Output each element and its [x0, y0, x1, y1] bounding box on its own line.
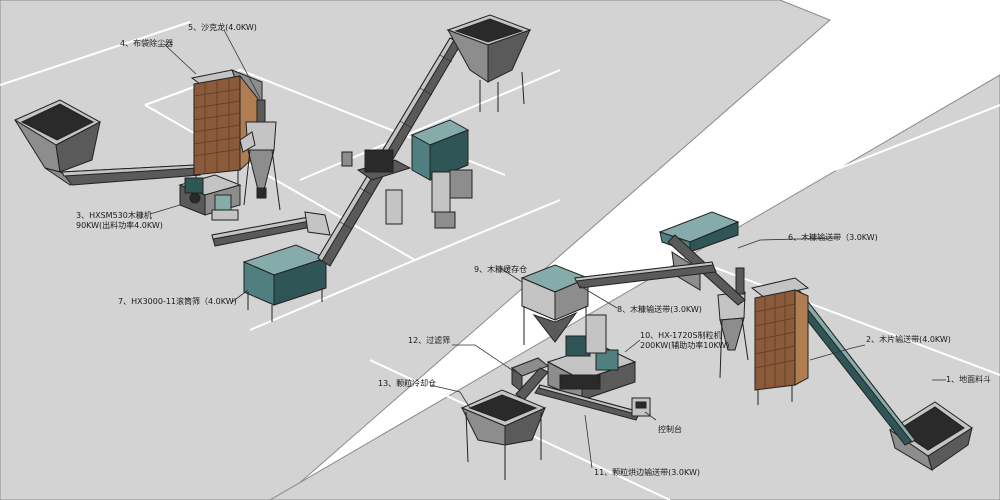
- label-wood-crusher-power: 90KW(出料功率4.0KW): [76, 220, 163, 230]
- label-pellet-conveyor-11: 11、颗粒烘边输送带(3.0KW): [594, 467, 700, 477]
- wood-crusher: [178, 174, 242, 221]
- pellet-mill: [546, 314, 637, 401]
- drum-screen: [242, 244, 328, 322]
- conveyor-crusher-to-screen: [211, 211, 331, 247]
- label-wood-chip-conveyor: 2、木片输送带(4.0KW): [866, 334, 951, 344]
- label-sawdust-conveyor-6: 6、木糠输送带（3.0KW): [788, 232, 878, 242]
- pellet-station-left: [341, 119, 473, 229]
- label-wood-crusher: 3、HXSM530木糠机: [76, 210, 152, 220]
- label-ground-hopper: 1、地面料斗: [946, 374, 991, 384]
- hopper-left: [13, 99, 102, 186]
- callout-labels: 5、沙克龙(4.0KW) 4、布袋除尘器 3、HXSM530木糠机 90KW(出…: [76, 22, 991, 477]
- label-buffer-silo: 9、木糠缓存仓: [474, 264, 527, 274]
- label-control-panel: 控制台: [658, 424, 682, 434]
- label-pellet-mill-power: 200KW(辅助功率10KW): [640, 340, 729, 350]
- label-pellet-mill: 10、HX-1720S制粒机: [640, 330, 722, 340]
- leader-lines: [149, 29, 946, 469]
- label-sawdust-conveyor-8: 8、木糠输送带(3.0KW): [617, 304, 702, 314]
- label-filter-screen: 12、过滤筛: [408, 335, 450, 345]
- sawdust-conveyor-8: [574, 261, 717, 289]
- cyclone-left: [239, 99, 281, 211]
- bag-dust-collector-right: [750, 277, 810, 405]
- label-bag-dust-collector: 4、布袋除尘器: [120, 38, 173, 48]
- floor-grid-line: [0, 21, 191, 86]
- control-panel: [631, 397, 651, 417]
- floor-slab-right: [269, 74, 1000, 500]
- label-cyclone: 5、沙克龙(4.0KW): [188, 22, 257, 32]
- pellet-cooling-silo: [460, 389, 547, 480]
- floor-grid-line: [249, 259, 416, 331]
- label-drum-screen: 7、HX3000-11滚筒筛（4.0KW): [118, 296, 237, 306]
- filter-screen: [511, 357, 549, 401]
- floor-grid-line: [834, 104, 1000, 171]
- top-storage-bin: [446, 14, 532, 112]
- label-cooling-silo: 13、颗粒冷却仓: [378, 378, 436, 388]
- conveyor-hopper-to-crusher: [61, 164, 201, 186]
